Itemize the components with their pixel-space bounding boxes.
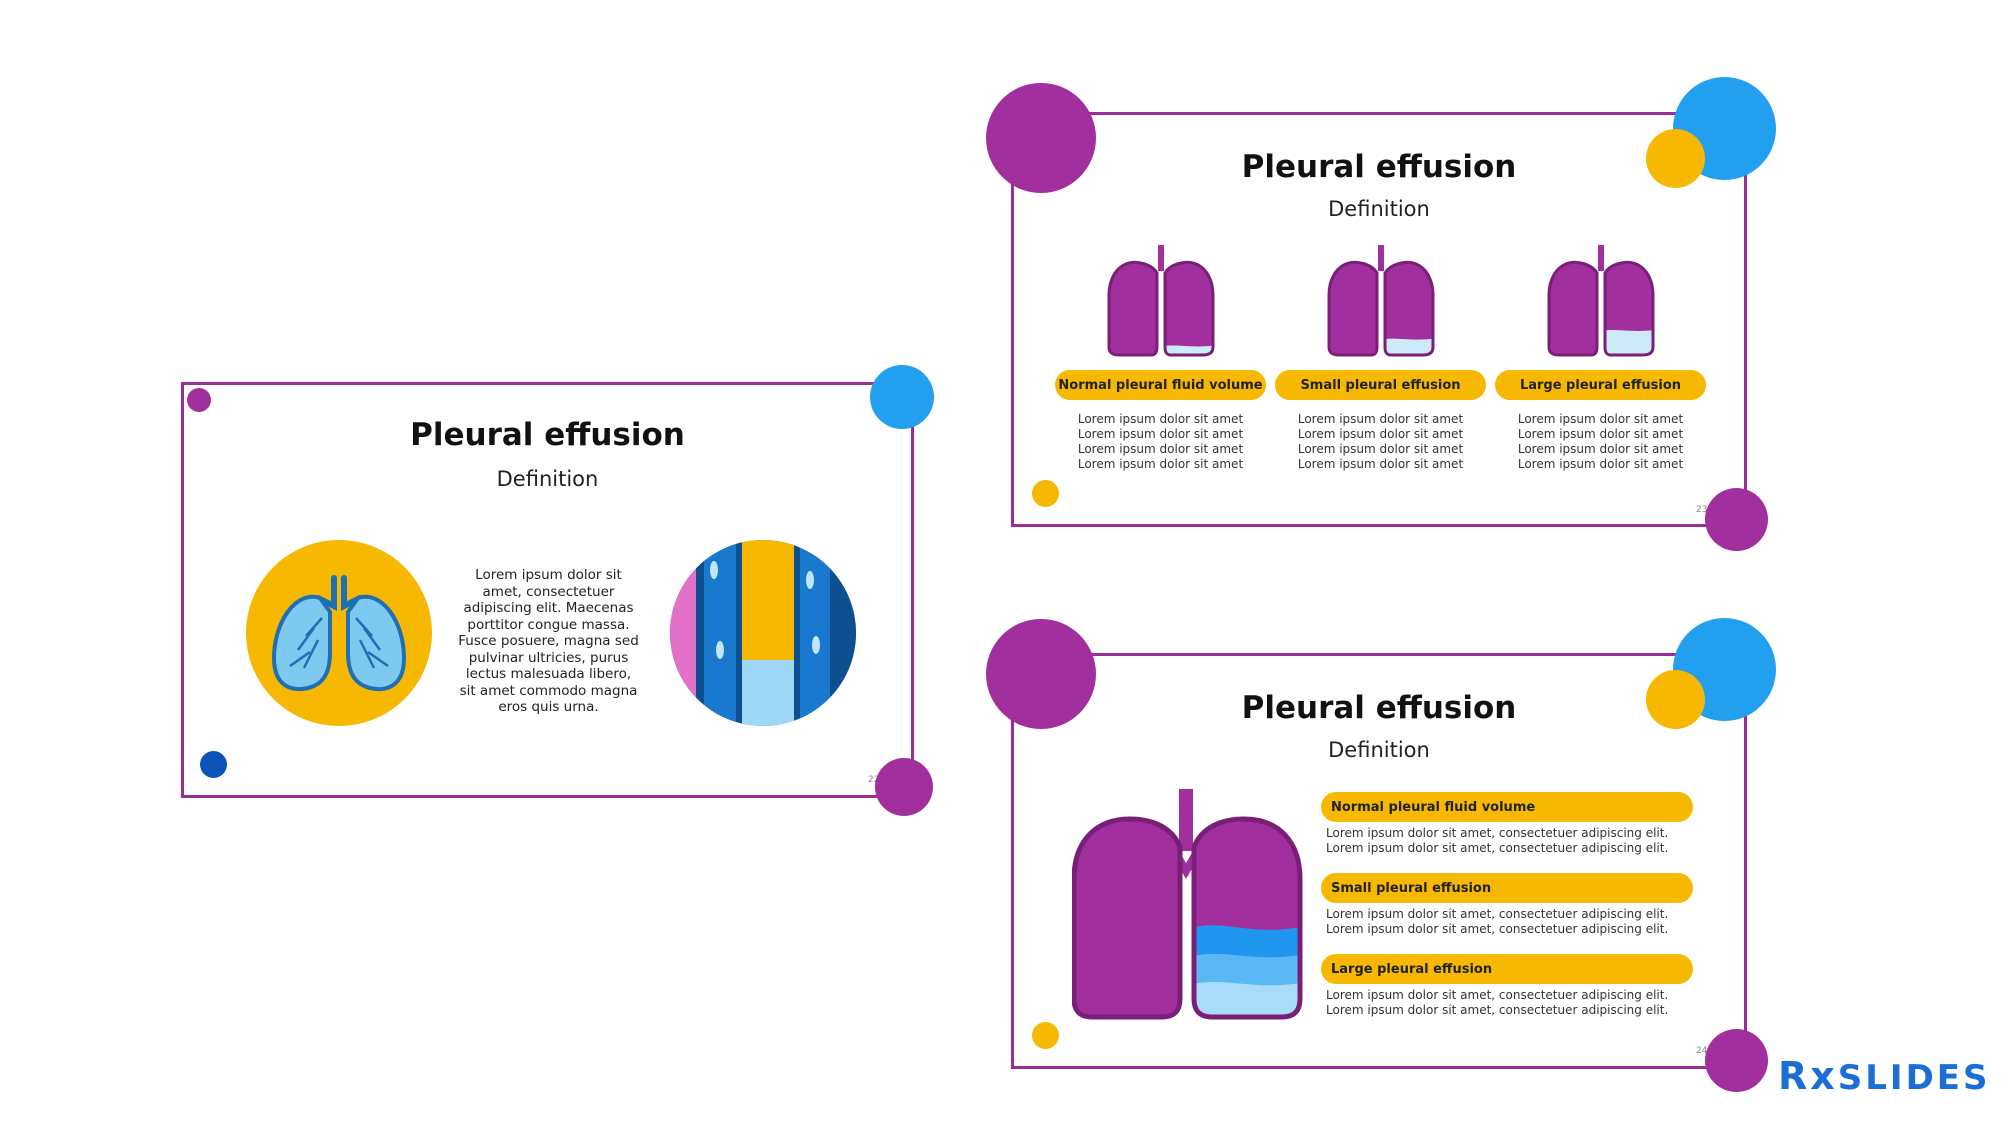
- slide-subtitle: Definition: [1328, 738, 1430, 762]
- lung-icon-normal: [1107, 245, 1215, 357]
- column-label-normal: Normal pleural fluid volume: [1055, 370, 1266, 400]
- pleura-cross-section-icon: [670, 540, 856, 726]
- lungs-icon: [246, 540, 432, 726]
- decor-circle-purple-small: [1705, 1029, 1768, 1092]
- item-text-normal: Lorem ipsum dolor sit amet, consectetuer…: [1326, 826, 1669, 855]
- item-label-normal: Normal pleural fluid volume: [1321, 792, 1693, 822]
- slide-title: Pleural effusion: [1241, 690, 1517, 726]
- slide-thumbnail-22[interactable]: Pleural effusion Definition Lorem ipsum …: [181, 382, 914, 798]
- lung-icon-small: [1327, 245, 1435, 357]
- slide-thumbnail-23[interactable]: Pleural effusion Definition Normal pleur…: [1011, 112, 1747, 527]
- decor-dot-yellow: [1032, 1022, 1059, 1049]
- rxslides-logo: RxSLIDES: [1778, 1054, 1991, 1098]
- column-text-normal: Lorem ipsum dolor sit amet Lorem ipsum d…: [1077, 412, 1244, 471]
- column-text-large: Lorem ipsum dolor sit amet Lorem ipsum d…: [1517, 412, 1684, 471]
- decor-circle-purple-large: [986, 619, 1096, 729]
- column-text-small: Lorem ipsum dolor sit amet Lorem ipsum d…: [1297, 412, 1464, 471]
- decor-circle-purple: [875, 758, 933, 816]
- item-label-small: Small pleural effusion: [1321, 873, 1693, 903]
- column-label-small: Small pleural effusion: [1275, 370, 1486, 400]
- slide-thumbnail-24[interactable]: Pleural effusion Definition Normal pleur…: [1011, 653, 1747, 1069]
- page-number: 24: [1696, 1046, 1708, 1056]
- decor-dot-purple: [187, 388, 211, 412]
- decor-circle-yellow: [1646, 670, 1705, 729]
- decor-dot-yellow: [1032, 480, 1059, 507]
- decor-circle-purple-large: [986, 83, 1096, 193]
- decor-dot-darkblue: [200, 751, 227, 778]
- decor-circle-yellow: [1646, 129, 1705, 188]
- page-number: 23: [1696, 505, 1708, 515]
- slide-subtitle: Definition: [1328, 197, 1430, 221]
- page-number: 22: [868, 775, 880, 785]
- lungs-effusion-icon: [1072, 789, 1303, 1020]
- item-label-large: Large pleural effusion: [1321, 954, 1693, 984]
- item-text-large: Lorem ipsum dolor sit amet, consectetuer…: [1326, 988, 1669, 1017]
- lung-icon-large: [1547, 245, 1655, 357]
- slide-subtitle: Definition: [496, 467, 599, 491]
- decor-circle-blue: [870, 365, 934, 429]
- item-text-small: Lorem ipsum dolor sit amet, consectetuer…: [1326, 907, 1669, 936]
- decor-circle-purple-small: [1705, 488, 1768, 551]
- column-label-large: Large pleural effusion: [1495, 370, 1706, 400]
- lungs-comparison-graphic: [1107, 245, 1655, 357]
- slide-title: Pleural effusion: [410, 417, 685, 453]
- slide-title: Pleural effusion: [1241, 149, 1517, 185]
- slide-paragraph: Lorem ipsum dolor sit amet, consectetuer…: [458, 567, 639, 715]
